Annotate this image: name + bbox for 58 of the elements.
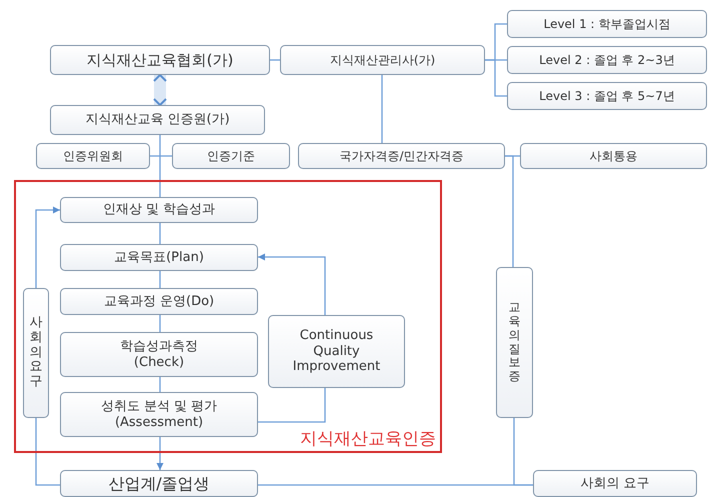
node-label: 사회의요구 — [30, 316, 42, 390]
process-box — [36, 143, 150, 169]
node-label: 지식재산교육 인증원(가) — [85, 112, 230, 128]
org-box — [50, 45, 270, 75]
connector-line — [381, 75, 383, 143]
node-label: 교육목표(Plan) — [114, 250, 204, 266]
process-box — [60, 392, 258, 437]
vertical-box — [23, 288, 49, 418]
node-label: 교육의질보증 — [508, 301, 520, 384]
node-label: 국가자격증/민간자격증 — [339, 148, 464, 164]
node-label: 교육과정 운영(Do) — [104, 294, 214, 310]
connector-line — [159, 135, 161, 197]
process-box — [520, 143, 707, 169]
process-box — [507, 82, 707, 110]
process-box — [533, 470, 697, 497]
process-box — [507, 46, 707, 74]
process-box — [60, 197, 258, 223]
node-label: 지식재산관리사(가) — [330, 52, 436, 68]
node-label: 산업계/졸업생 — [108, 474, 210, 494]
process-box — [172, 143, 290, 169]
arrow — [153, 74, 167, 106]
process-box — [50, 105, 265, 135]
process-box — [298, 143, 505, 169]
node-label: Level 2 : 졸업 후 2~3년 — [539, 52, 675, 68]
node-label: Level 1 : 학부졸업시점 — [544, 16, 670, 32]
connector-line — [258, 388, 326, 423]
node-label: 사회통용 — [590, 148, 638, 164]
connector-line — [270, 59, 280, 61]
process-box — [60, 470, 258, 497]
process-box — [507, 10, 707, 38]
frame-title: 지식재산교육인증 — [300, 428, 436, 449]
node-label: Level 3 : 졸업 후 5~7년 — [539, 88, 675, 104]
node-label: 성취도 분석 및 평가 (Assessment) — [100, 398, 218, 430]
node-label: 인재상 및 학습성과 — [102, 202, 216, 218]
arrow — [156, 437, 164, 470]
process-box — [60, 332, 258, 377]
node-label: 인증위원회 — [63, 148, 123, 164]
connector-line — [159, 377, 161, 392]
connector-line — [159, 223, 161, 244]
node-label: Continuous Quality Improvement — [292, 328, 382, 375]
arrow — [258, 254, 326, 315]
connector-line — [485, 59, 507, 97]
process-box — [60, 244, 258, 271]
arrow — [35, 206, 60, 288]
connector-line — [505, 155, 514, 267]
vertical-box — [496, 267, 533, 418]
node-label: 인증기준 — [207, 148, 255, 164]
connector-line — [159, 271, 161, 288]
connector-line — [150, 155, 172, 157]
node-label: 사회의 요구 — [580, 476, 650, 492]
node-label: 학습성과측정 (Check) — [119, 338, 199, 370]
connector-line — [35, 418, 60, 486]
process-box — [60, 288, 258, 315]
connector-line — [258, 484, 533, 486]
improvement-box — [268, 315, 405, 388]
process-box — [280, 45, 485, 75]
node-label: 지식재산교육협회(가) — [86, 51, 234, 69]
connector-line — [159, 315, 161, 332]
